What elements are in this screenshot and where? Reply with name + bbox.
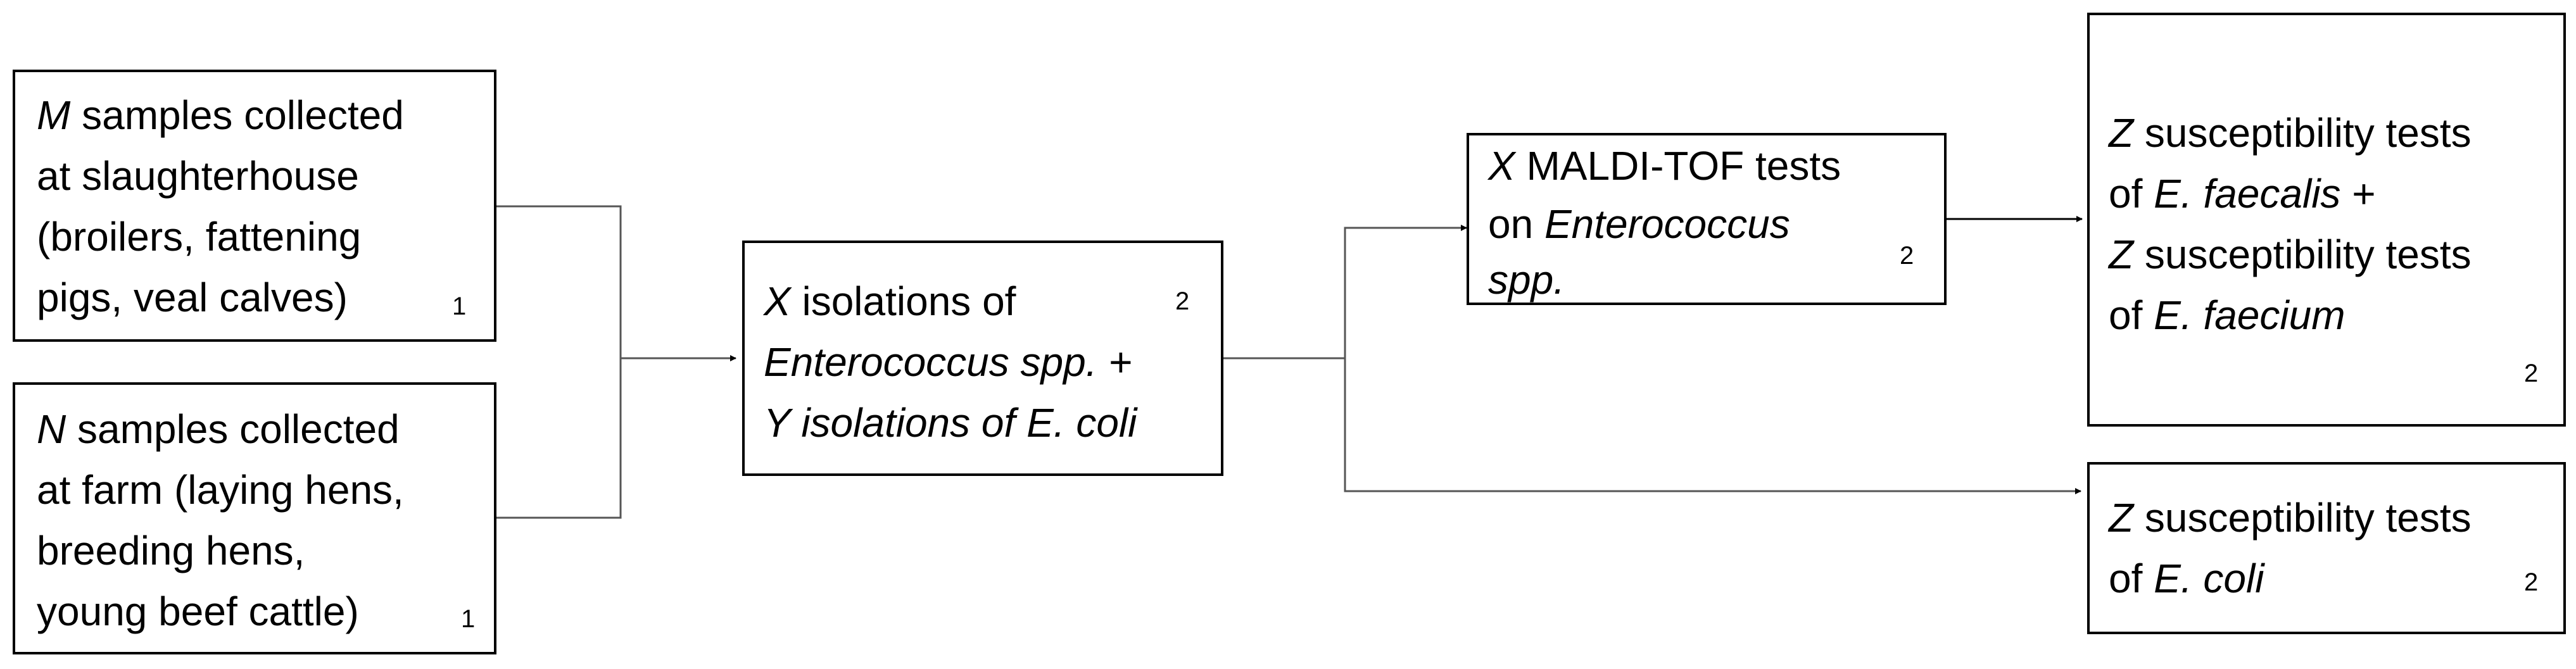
susc-ecoli-text-1: susceptibility tests <box>2144 495 2472 541</box>
footnote-marker: 2 <box>2524 360 2539 387</box>
enterococcus-label: Enterococcus spp. + <box>764 339 1132 385</box>
maldi-text-1: MALDI-TOF tests <box>1526 143 1841 189</box>
susc-entero-line-1: Z susceptibility tests <box>2109 103 2472 163</box>
footnote-marker: 2 <box>1175 287 1190 315</box>
susc-entero-line-3: Z susceptibility tests <box>2109 224 2472 285</box>
isolations-line-3: Y isolations of E. coli <box>764 392 1137 453</box>
var-z: Z <box>2109 495 2134 541</box>
of-label: of <box>2109 292 2143 338</box>
box-farm-samples: N samples collected at farm (laying hens… <box>13 382 496 654</box>
arrow-to-maldi <box>1344 225 1467 358</box>
plus-label: + <box>2352 171 2376 216</box>
box-susceptibility-ecoli: Z susceptibility tests of E. coli 2 <box>2087 462 2566 634</box>
footnote-marker: 1 <box>461 605 476 633</box>
var-x: X <box>764 278 791 324</box>
footnote-marker: 1 <box>452 292 467 320</box>
of-label: of <box>2109 556 2143 601</box>
maldi-line-2: on Enterococcus <box>1488 194 1790 254</box>
box-susceptibility-enterococcus: Z susceptibility tests of E. faecalis + … <box>2087 13 2566 427</box>
isolations-text-1: isolations of <box>802 278 1016 324</box>
of-label: of <box>2109 171 2143 216</box>
ecoli-isolations-label: Y isolations of E. coli <box>764 400 1137 446</box>
susc-entero-text-1: susceptibility tests <box>2144 110 2472 156</box>
var-z: Z <box>2109 110 2134 156</box>
var-x: X <box>1488 143 1515 189</box>
slaughterhouse-line-2: at slaughterhouse <box>37 153 359 199</box>
footnote-marker: 2 <box>1900 242 1914 270</box>
susc-entero-line-4: of E. faecium <box>2109 285 2346 346</box>
connector-farm <box>496 358 622 519</box>
footnote-marker: 2 <box>2524 568 2539 596</box>
isolations-line-1: X isolations of <box>764 271 1016 332</box>
maldi-enterococcus: Enterococcus <box>1544 201 1790 247</box>
var-m: M <box>37 92 71 138</box>
farm-line-4: young beef cattle) <box>37 589 359 634</box>
box-isolations: X isolations of Enterococcus spp. + Y is… <box>742 241 1223 476</box>
farm-line-2: at farm (laying hens, <box>37 467 404 513</box>
maldi-line-3: spp. <box>1488 249 1565 304</box>
maldi-line-1: X MALDI-TOF tests <box>1488 135 1841 196</box>
farm-line-3: breeding hens, <box>37 528 305 573</box>
species-ecoli: E. coli <box>2154 556 2264 601</box>
susc-entero-line-2: of E. faecalis + <box>2109 163 2376 224</box>
susc-ecoli-line-1: Z susceptibility tests <box>2109 487 2472 548</box>
connector-slaughterhouse <box>496 205 622 358</box>
susc-ecoli-line-2: of E. coli <box>2109 548 2264 609</box>
farm-line-1: N samples collected <box>37 399 400 460</box>
susc-entero-text-3: susceptibility tests <box>2144 232 2472 277</box>
box-slaughterhouse-samples: M samples collected at slaughterhouse (b… <box>13 70 496 342</box>
slaughterhouse-text-1: samples collected <box>82 92 404 138</box>
var-n: N <box>37 406 66 452</box>
var-z: Z <box>2109 232 2134 277</box>
farm-text-1: samples collected <box>77 406 400 452</box>
species-faecalis: E. faecalis <box>2154 171 2341 216</box>
species-faecium: E. faecium <box>2154 292 2346 338</box>
maldi-spp: spp. <box>1488 257 1565 303</box>
slaughterhouse-line-3: (broilers, fattening <box>37 214 362 259</box>
isolations-line-2: Enterococcus spp. + <box>764 332 1132 392</box>
slaughterhouse-line-1: M samples collected <box>37 85 404 146</box>
slaughterhouse-line-4: pigs, veal calves) <box>37 275 348 320</box>
maldi-on: on <box>1488 201 1534 247</box>
box-maldi-tof: X MALDI-TOF tests on Enterococcus spp. 2 <box>1467 133 1947 305</box>
arrow-to-susc-ecoli <box>1344 358 2081 494</box>
